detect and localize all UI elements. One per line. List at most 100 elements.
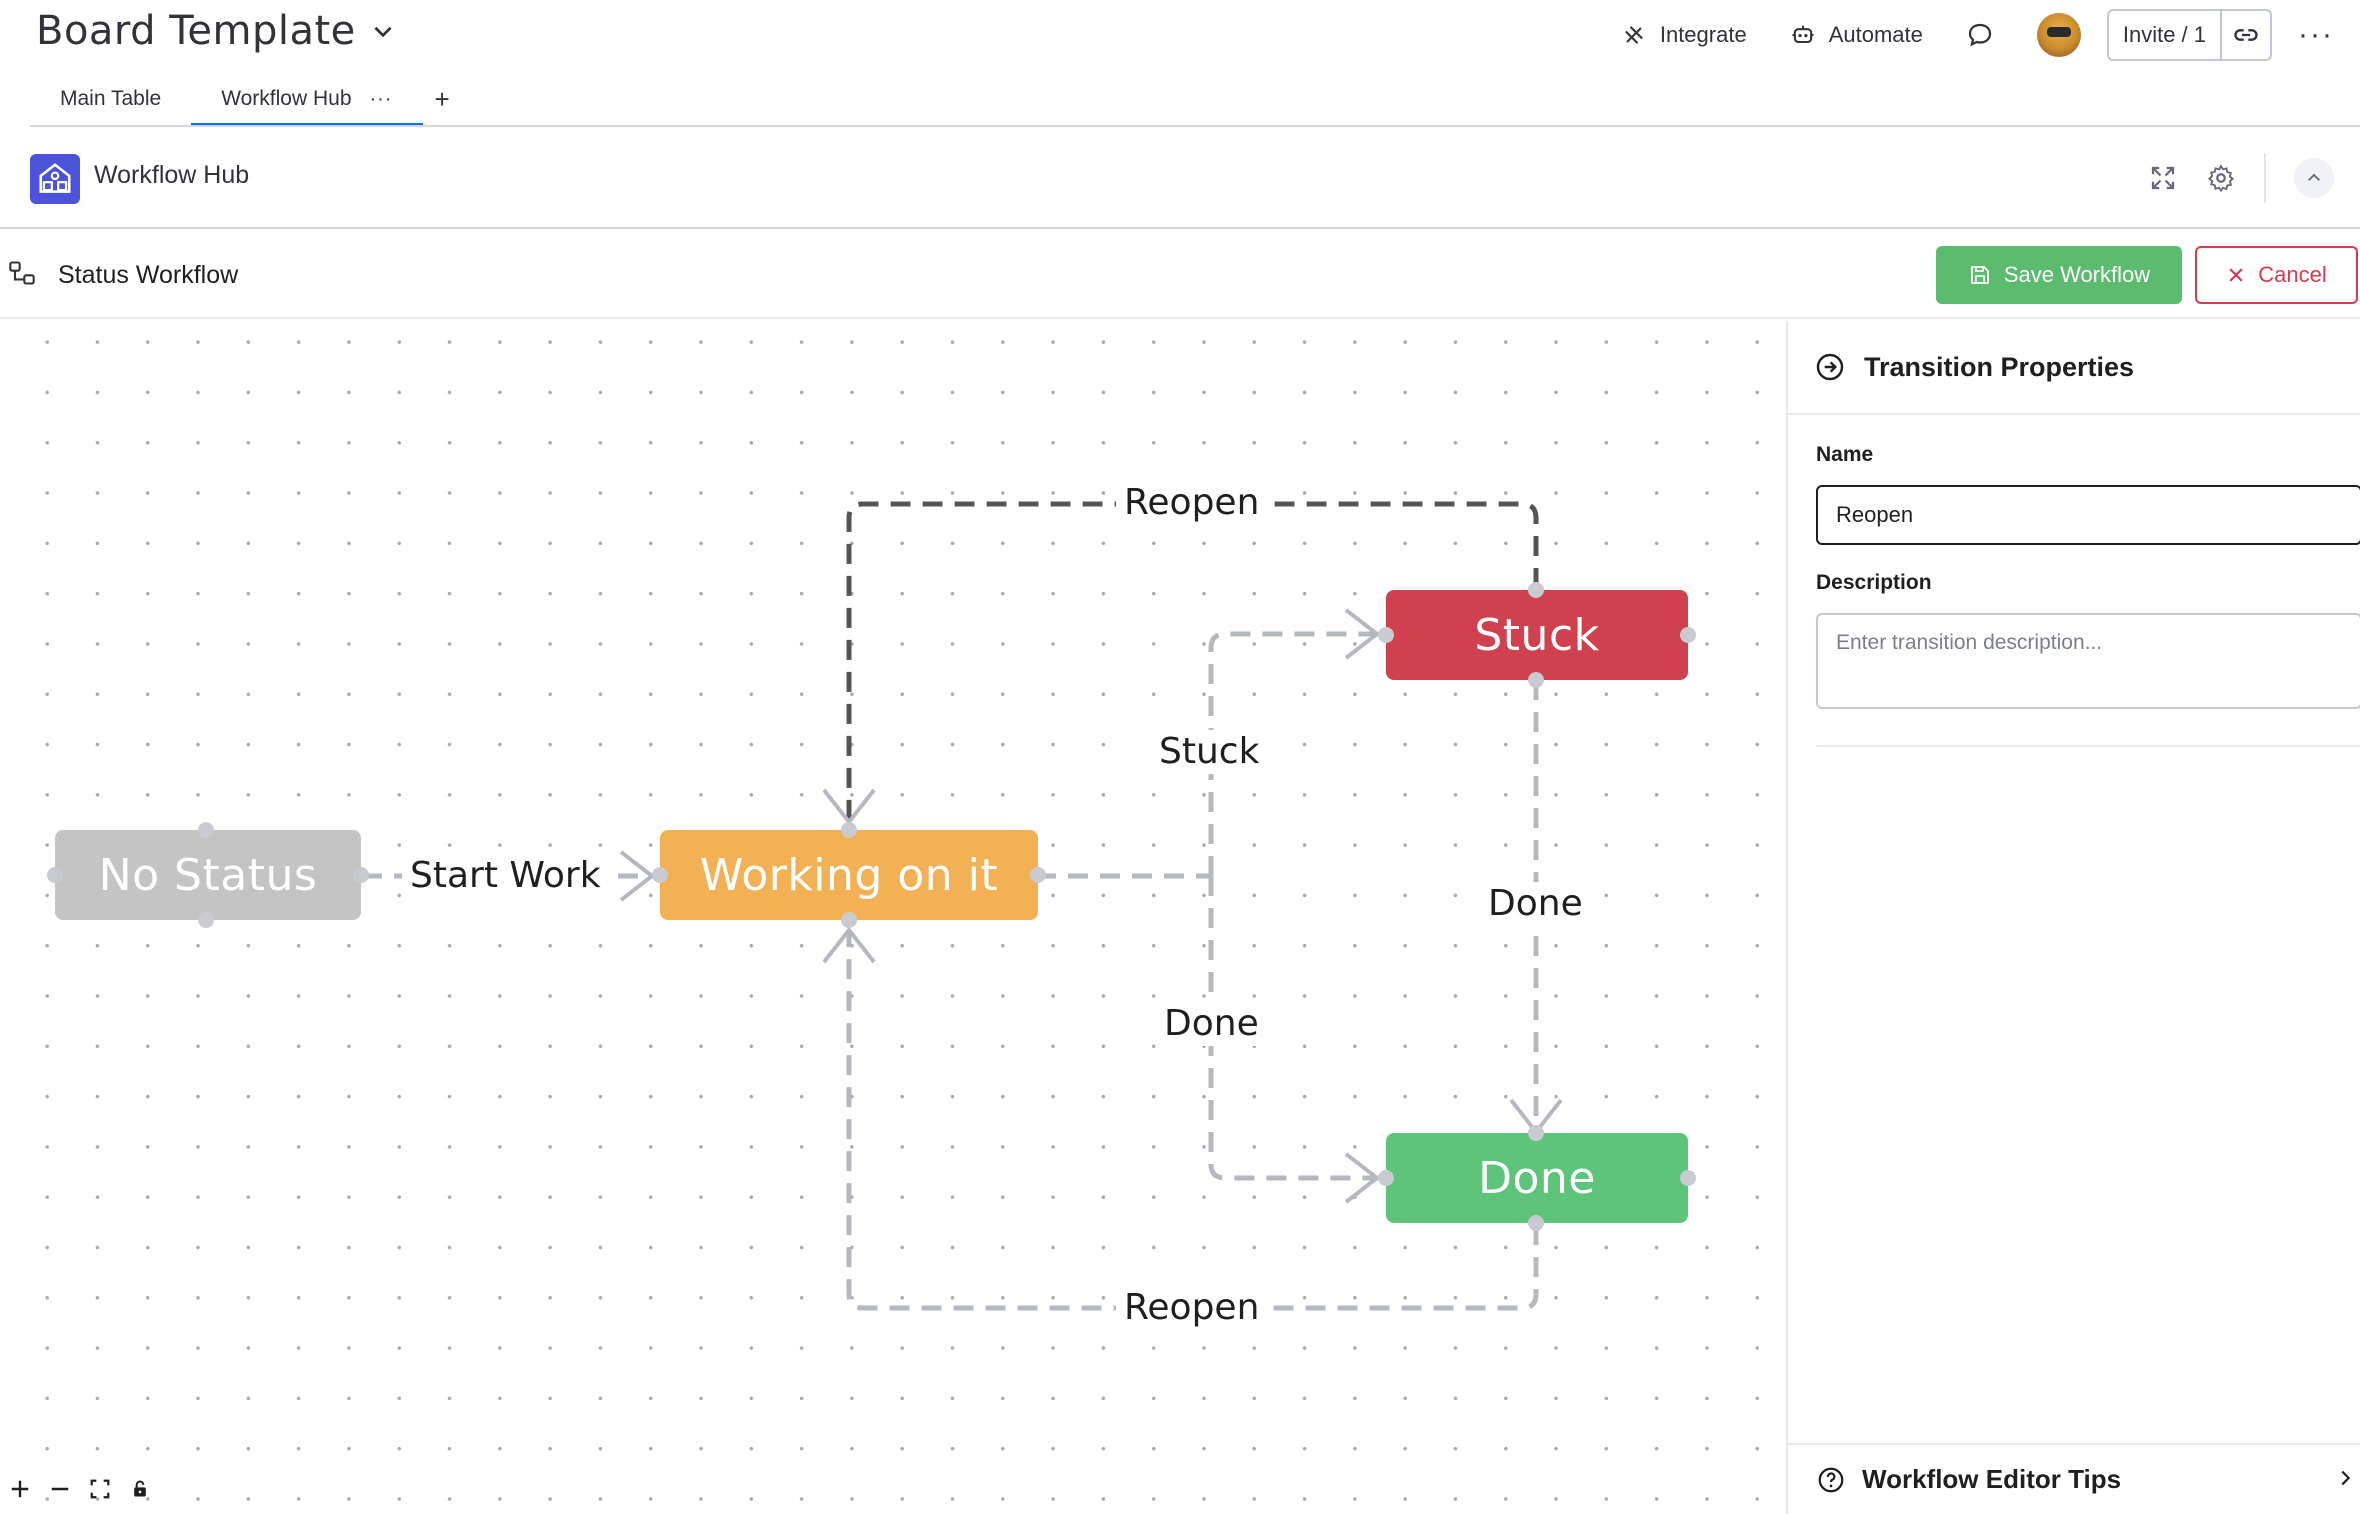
panel-header: Transition Properties <box>1788 321 2360 415</box>
board-tabs: Main Table Workflow Hub ··· + <box>30 72 450 126</box>
edge-stuck <box>1208 631 1380 876</box>
transition-properties-panel: Transition Properties Name Description W… <box>1786 321 2360 1514</box>
status-node-done[interactable]: Done <box>1386 1133 1688 1223</box>
settings-button[interactable] <box>2206 163 2236 193</box>
copy-link-button[interactable] <box>2220 11 2270 59</box>
save-workflow-button[interactable]: Save Workflow <box>1936 246 2182 304</box>
cancel-button[interactable]: Cancel <box>2195 246 2358 304</box>
chat-bubble-icon <box>1968 23 1991 47</box>
chevron-down-icon <box>374 26 392 38</box>
edge-label-reopen-top[interactable]: Reopen <box>1116 481 1268 525</box>
edge-label-start-work[interactable]: Start Work <box>402 854 609 898</box>
connection-handle[interactable] <box>841 822 857 838</box>
divider <box>30 125 2360 127</box>
zoom-out-button[interactable] <box>40 1478 80 1500</box>
connection-handle[interactable] <box>652 867 668 883</box>
connection-handle[interactable] <box>1378 627 1394 643</box>
edge-label-done-from-stuck[interactable]: Done <box>1480 882 1591 926</box>
gear-icon <box>2207 164 2235 193</box>
more-options-icon[interactable]: ··· <box>2298 18 2334 51</box>
node-label: Stuck <box>1474 609 1600 661</box>
workflow-canvas[interactable]: Reopen Start Work Stuck Done Done Reopen… <box>0 321 1786 1514</box>
description-label: Description <box>1816 571 1932 594</box>
edge-done-from-working <box>1208 876 1380 1181</box>
arrowhead-icon <box>822 926 876 964</box>
connection-handle[interactable] <box>1680 1170 1696 1186</box>
status-node-working-on-it[interactable]: Working on it <box>660 830 1038 920</box>
integrate-icon <box>1624 26 1643 44</box>
connection-handle[interactable] <box>1030 867 1046 883</box>
transition-description-input[interactable] <box>1816 613 2360 709</box>
tab-main-table[interactable]: Main Table <box>30 72 191 126</box>
user-avatar[interactable] <box>2036 13 2081 57</box>
tab-label: Main Table <box>60 87 162 110</box>
edge-label-done-from-working[interactable]: Done <box>1156 1002 1267 1046</box>
chevron-right-icon <box>2341 1470 2351 1486</box>
connection-handle[interactable] <box>1528 1125 1544 1141</box>
plus-icon <box>11 1480 29 1498</box>
tab-workflow-hub[interactable]: Workflow Hub ··· <box>191 72 423 126</box>
top-header: Board Template Integrate Automate Invite… <box>0 0 2360 127</box>
workflow-title: Status Workflow <box>58 261 239 289</box>
connection-handle[interactable] <box>1378 1170 1394 1186</box>
add-tab-button[interactable]: + <box>434 83 450 114</box>
status-node-stuck[interactable]: Stuck <box>1386 590 1688 680</box>
connection-handle[interactable] <box>1528 1215 1544 1231</box>
cancel-label: Cancel <box>2258 262 2327 287</box>
save-label: Save Workflow <box>2003 262 2151 287</box>
header-actions: Integrate Automate Invite / 1 ··· <box>1620 8 2360 62</box>
lock-button[interactable] <box>120 1479 160 1499</box>
connection-handle[interactable] <box>1680 627 1696 643</box>
connection-handle[interactable] <box>198 822 214 838</box>
integrate-button[interactable]: Integrate <box>1620 21 1747 49</box>
zoom-in-button[interactable] <box>0 1478 40 1500</box>
expand-icon <box>2151 166 2175 190</box>
divider <box>1816 745 2360 747</box>
node-label: Working on it <box>699 849 999 901</box>
connection-handle[interactable] <box>47 867 63 883</box>
node-label: No Status <box>98 849 318 901</box>
tab-menu-icon[interactable]: ··· <box>369 87 393 110</box>
name-label: Name <box>1816 443 1874 466</box>
workflow-toolbar: Status Workflow Save Workflow Cancel <box>0 231 2360 319</box>
board-title[interactable]: Board Template <box>36 8 396 54</box>
arrowhead-icon <box>1344 608 1381 660</box>
automate-label: Automate <box>1828 22 1923 47</box>
node-label: Done <box>1478 1152 1596 1204</box>
connection-handle[interactable] <box>841 912 857 928</box>
invite-button[interactable]: Invite / 1 <box>2122 22 2207 47</box>
updates-button[interactable] <box>1965 20 1995 50</box>
status-node-no-status[interactable]: No Status <box>55 830 361 920</box>
invite-group: Invite / 1 <box>2106 9 2273 61</box>
collapse-widget-button[interactable] <box>2294 158 2334 198</box>
arrowhead-icon <box>1344 1152 1381 1204</box>
automate-button[interactable]: Automate <box>1789 21 1923 49</box>
integrate-label: Integrate <box>1659 22 1747 47</box>
connection-handle[interactable] <box>1528 672 1544 688</box>
chevron-up-icon <box>2294 158 2334 198</box>
robot-icon <box>1792 25 1814 44</box>
help-circle-icon <box>1818 1467 1844 1492</box>
transition-name-input[interactable] <box>1816 485 2360 545</box>
workflow-editor-tips[interactable]: Workflow Editor Tips <box>1788 1443 2360 1514</box>
workflow-hub-logo-icon <box>30 154 80 204</box>
connection-handle[interactable] <box>353 867 369 883</box>
workflow-icon <box>9 261 35 285</box>
fit-view-icon <box>90 1479 110 1499</box>
connection-handle[interactable] <box>1528 582 1544 598</box>
fit-view-button[interactable] <box>80 1478 120 1500</box>
fullscreen-button[interactable] <box>2148 163 2178 193</box>
edge-label-reopen-bottom[interactable]: Reopen <box>1116 1286 1268 1330</box>
edge-reopen-bottom <box>846 932 1539 1311</box>
widget-header: Workflow Hub <box>0 127 2360 229</box>
board-title-text: Board Template <box>36 8 356 54</box>
widget-title: Workflow Hub <box>94 161 250 189</box>
close-icon <box>2229 268 2243 282</box>
save-icon <box>1970 266 1989 284</box>
lock-icon <box>134 1480 146 1497</box>
connection-handle[interactable] <box>198 912 214 928</box>
divider <box>2264 153 2266 203</box>
panel-title: Transition Properties <box>1864 351 2135 382</box>
transition-edges <box>362 501 1563 1311</box>
edge-label-stuck[interactable]: Stuck <box>1151 730 1268 774</box>
